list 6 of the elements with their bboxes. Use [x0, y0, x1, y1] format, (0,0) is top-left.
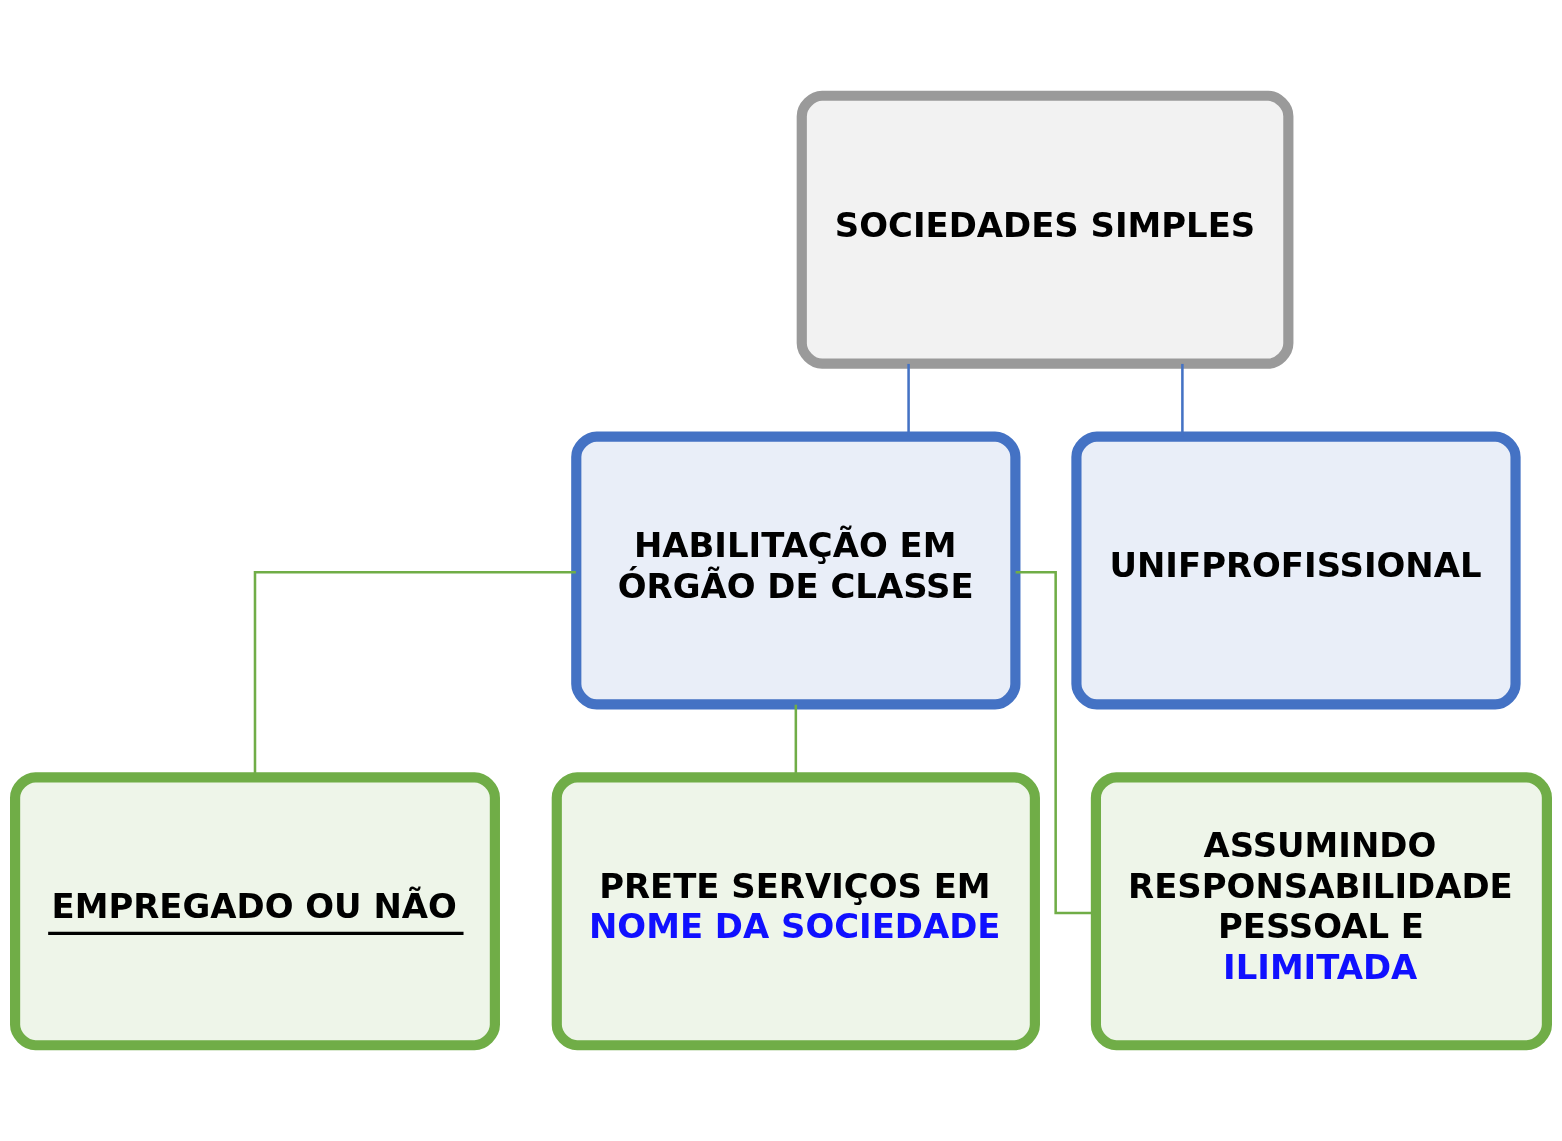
node-box: UNIFPROFISSIONAL: [1071, 431, 1521, 710]
node-box: ASSUMINDO RESPONSABILIDADE PESSOAL E ILIMITADA: [1090, 772, 1552, 1051]
node-box: HABILITAÇÃO EM ÓRGÃO DE CLASSE: [571, 431, 1021, 710]
node-box: PRETE SERVIÇOS EM NOME DA SOCIEDADE: [551, 772, 1040, 1051]
node-box: SOCIEDADES SIMPLES: [796, 90, 1294, 369]
node-box: EMPREGADO OU NÃO: [10, 772, 500, 1051]
